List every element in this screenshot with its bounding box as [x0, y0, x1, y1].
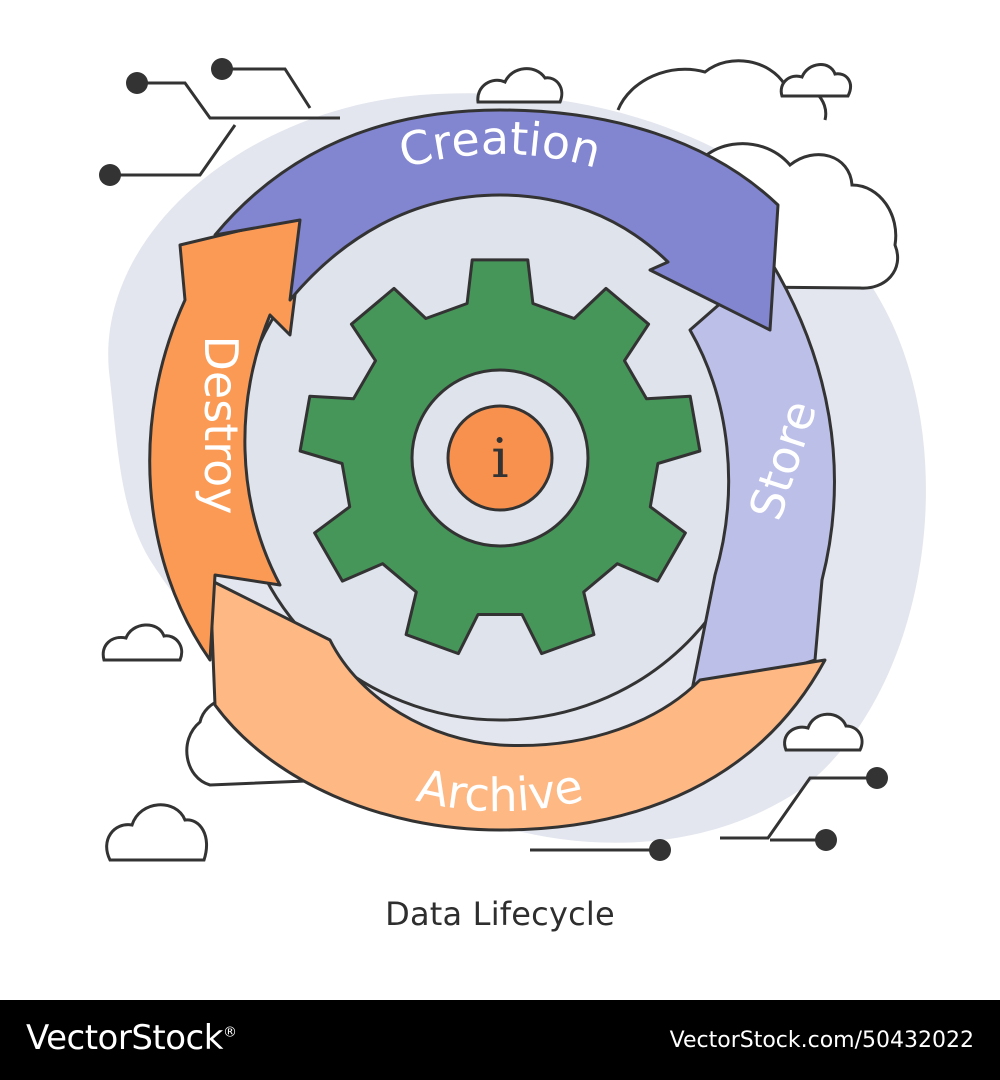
- gear-icon: i: [298, 258, 702, 656]
- cloud-icon: [476, 67, 564, 104]
- circuit-node: [815, 829, 837, 851]
- circuit-node: [126, 72, 148, 94]
- cloud-icon: [779, 63, 852, 98]
- cloud-icon: [105, 803, 209, 862]
- circuit-node: [866, 767, 888, 789]
- brand-name: VectorStock: [26, 1018, 223, 1058]
- circuit-node: [649, 839, 671, 861]
- circuit-lines-top-left: [110, 67, 340, 177]
- image-url: VectorStock.com/50432022: [669, 1028, 974, 1053]
- info-hub: [446, 404, 554, 512]
- data-lifecycle-diagram: i Creation Store Archive Destroy: [99, 58, 926, 862]
- circuit-node: [99, 164, 121, 186]
- arrow-store: [688, 258, 836, 702]
- cloud-icon: [101, 623, 184, 662]
- info-icon: i: [491, 427, 508, 490]
- stage-label-destroy: Destroy: [194, 336, 248, 515]
- brand-logo: VectorStock®: [26, 1018, 237, 1058]
- brand-trademark: ®: [222, 1024, 237, 1041]
- arrow-archive: [208, 578, 827, 832]
- arrow-creation: [213, 108, 780, 332]
- diagram-title: Data Lifecycle: [385, 895, 615, 933]
- cloud-icon: [783, 712, 864, 752]
- footer-bar: VectorStock® VectorStock.com/50432022: [0, 1000, 1000, 1080]
- circuit-node: [211, 58, 233, 80]
